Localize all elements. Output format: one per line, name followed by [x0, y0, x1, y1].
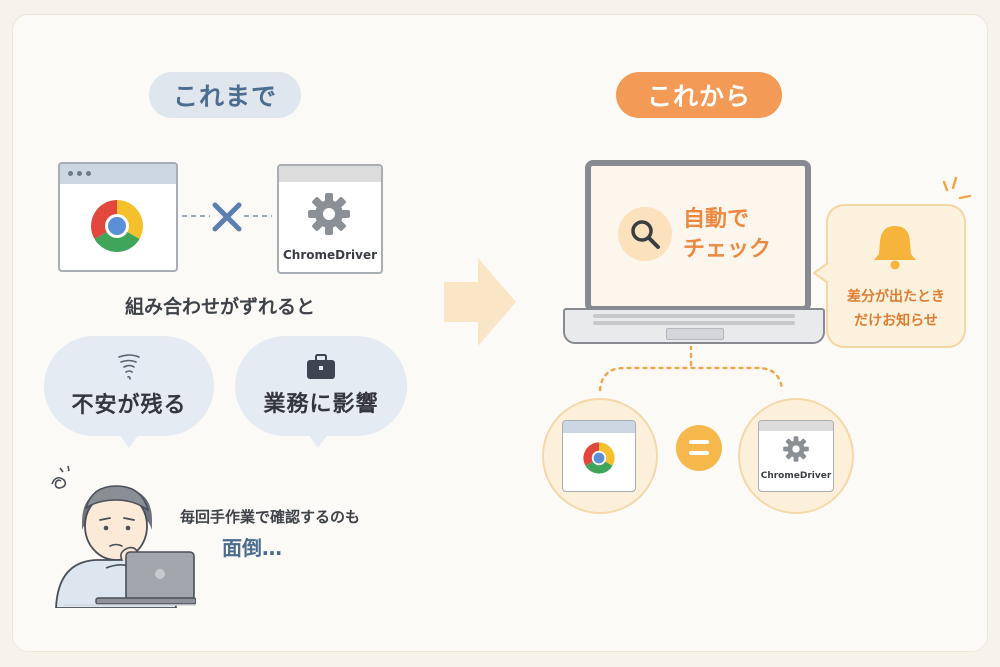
chromedriver-mini-window: ChromeDriver [758, 420, 834, 492]
chrome-circle [542, 398, 658, 514]
chromedriver-mini-label: ChromeDriver [760, 471, 832, 481]
chrome-window [58, 162, 178, 272]
manual-check-text: 毎回手作業で確認するのも [180, 508, 361, 526]
dizzy-icon [51, 465, 70, 489]
briefcase-icon [307, 354, 335, 379]
chrome-icon [583, 442, 615, 474]
chrome-window-bar [60, 164, 176, 184]
notify-line1: 差分が出たとき [847, 289, 945, 305]
after-pill-label: これから [646, 82, 751, 111]
tornado-icon [118, 354, 140, 380]
after-pill: これから [616, 72, 782, 118]
trackpad [666, 328, 724, 340]
impact-cloud: 業務に影響 [235, 336, 407, 436]
key-row [593, 321, 795, 325]
worried-person-illustration [51, 465, 196, 608]
gear-icon [783, 436, 809, 462]
laptop-screen: 自動で チェック [585, 160, 811, 312]
search-icon [631, 220, 660, 249]
alert-rays [942, 176, 972, 200]
before-pill-label: これまで [172, 82, 277, 111]
worry-text: 不安が残る [71, 393, 187, 418]
notification-bubble: 差分が出たとき だけお知らせ [826, 204, 966, 348]
diagram-card [12, 14, 988, 652]
window-dot [86, 171, 91, 176]
bubble-tail [813, 262, 829, 284]
auto-check-line2: チェック [683, 237, 772, 262]
cross-icon [212, 202, 242, 232]
equals-icon [676, 425, 722, 471]
notify-line2: だけお知らせ [854, 313, 938, 329]
chromedriver-mini-window-bar [759, 421, 833, 431]
before-pill: これまで [149, 72, 301, 118]
chromedriver-label: ChromeDriver [282, 248, 378, 262]
gear-icon [308, 193, 350, 235]
arrow-right-icon [444, 258, 516, 346]
bother-text: 面倒… [222, 536, 282, 560]
impact-text: 業務に影響 [263, 392, 379, 417]
auto-check-line1: 自動で [683, 207, 750, 232]
mismatch-text: 組み合わせがずれると [124, 296, 315, 318]
window-dot [68, 171, 73, 176]
chromedriver-window-bar [279, 166, 381, 182]
mismatch-connector [182, 215, 272, 217]
key-row [593, 314, 795, 318]
equals-bar [689, 440, 709, 444]
chromedriver-circle: ChromeDriver [738, 398, 854, 514]
window-dot [77, 171, 82, 176]
chrome-icon [91, 200, 143, 252]
chrome-mini-window-bar [563, 421, 635, 433]
worry-cloud: 不安が残る [44, 336, 214, 436]
chromedriver-window: ChromeDriver [277, 164, 383, 274]
laptop-keyboard [563, 308, 825, 344]
search-badge [618, 207, 672, 261]
match-connector [598, 346, 784, 392]
chrome-mini-window [562, 420, 636, 492]
bell-icon [874, 226, 916, 270]
equals-bar [689, 451, 709, 455]
cloud-tail [119, 434, 139, 448]
cloud-tail [308, 434, 328, 448]
